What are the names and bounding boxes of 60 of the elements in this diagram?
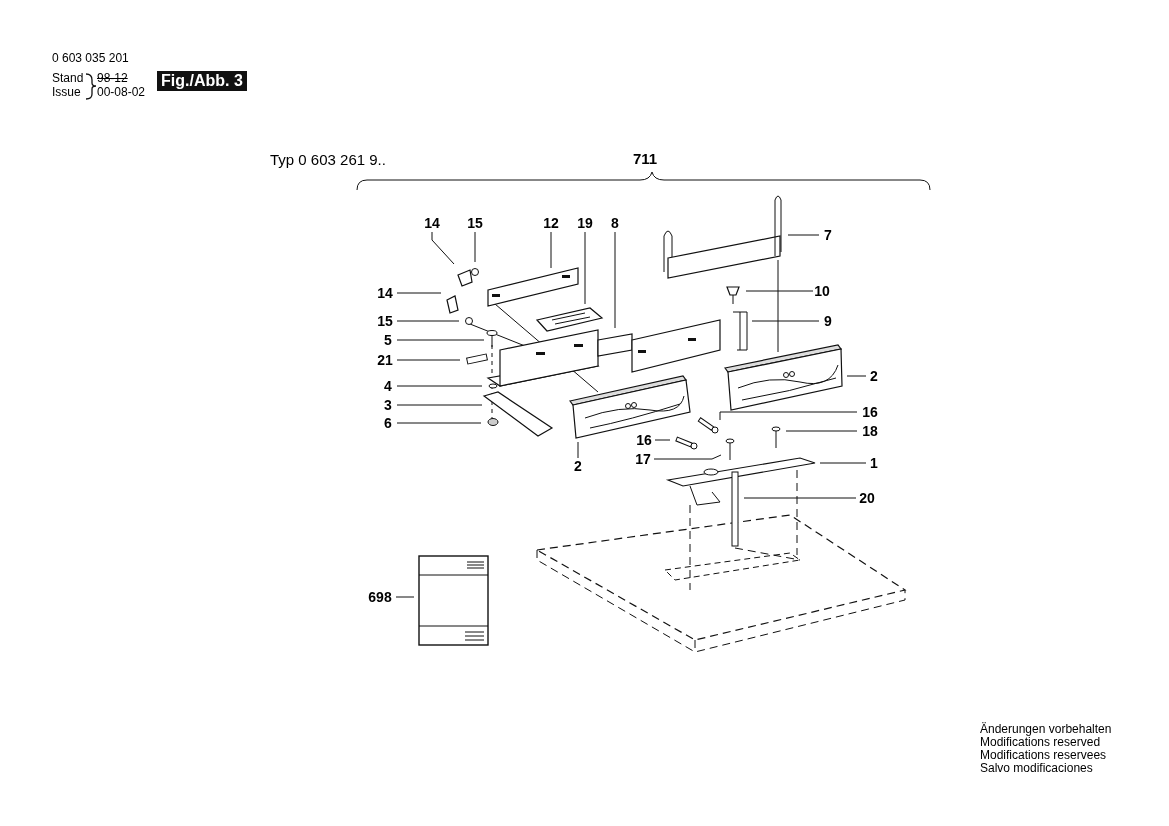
callout-number: 8: [610, 215, 620, 231]
figure-label: Fig./Abb. 3: [157, 71, 247, 91]
callout-number: 3: [383, 397, 393, 413]
leader-line: [787, 234, 820, 236]
leader-line: [396, 339, 485, 341]
leader-line: [719, 411, 858, 421]
callout-number: 17: [634, 451, 652, 467]
leader-line: [396, 422, 482, 424]
leader-line: [654, 439, 671, 441]
part-number: 0 603 035 201: [52, 52, 129, 65]
callout-number: 19: [576, 215, 594, 231]
leader-line: [751, 320, 820, 322]
callout-number: 16: [635, 432, 653, 448]
callout-number: 18: [861, 423, 879, 439]
callout-number: 711: [633, 150, 658, 167]
leader-line: [745, 290, 814, 292]
callout-number: 6: [383, 415, 393, 431]
note-text: Modifications reservees: [980, 749, 1107, 762]
date-label: Stand: [52, 72, 84, 85]
callout-number: 14: [376, 285, 394, 301]
note-text: Modifications reserved: [980, 736, 1101, 749]
leader-line: [785, 430, 858, 432]
callout-number: 20: [858, 490, 876, 506]
callout-number: 2: [869, 368, 879, 384]
leader-line: [614, 231, 616, 329]
callout-number: 15: [466, 215, 484, 231]
leader-line: [396, 320, 460, 322]
leader-line: [474, 231, 476, 263]
leader-line: [653, 454, 722, 460]
callout-number: 14: [423, 215, 441, 231]
callout-number: 698: [367, 589, 393, 605]
callout-number: 21: [376, 352, 394, 368]
leader-line: [550, 231, 552, 269]
leader-line: [743, 497, 857, 499]
leader-line: [584, 231, 586, 305]
callout-number: 4: [383, 378, 393, 394]
leader-line: [396, 385, 483, 387]
leader-line: [396, 292, 442, 294]
date-value: 00-08-02: [97, 86, 146, 99]
leader-line: [431, 231, 455, 265]
callout-number: 16: [861, 404, 879, 420]
date-label: Issue: [52, 86, 81, 99]
note-text: Änderungen vorbehalten: [980, 723, 1112, 736]
leader-line: [395, 596, 415, 598]
callout-number: 1: [869, 455, 879, 471]
leader-line: [396, 404, 483, 406]
callout-number: 7: [823, 227, 833, 243]
callout-number: 5: [383, 332, 393, 348]
struck-date: 98-12: [97, 72, 128, 85]
leader-line: [577, 441, 579, 459]
callout-number: 10: [813, 283, 831, 299]
type-label: Typ 0 603 261 9..: [270, 151, 386, 168]
note-text: Salvo modificaciones: [980, 762, 1093, 775]
leader-line: [846, 375, 867, 377]
leader-line: [396, 359, 461, 361]
callout-number: 9: [823, 313, 833, 329]
callout-number: 12: [542, 215, 560, 231]
callout-number: 15: [376, 313, 394, 329]
callout-number: 2: [573, 458, 583, 474]
leader-line: [819, 462, 867, 464]
